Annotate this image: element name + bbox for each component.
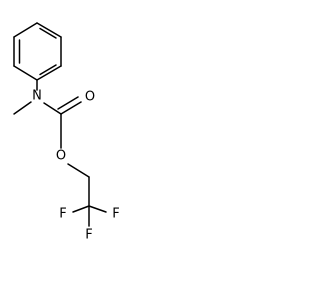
ester-oxygen-label: O: [56, 149, 66, 164]
carbonyl-double-bond: [57, 96, 79, 110]
ring-bond: [13, 22, 38, 38]
molecule-structure: N O O F F F: [13, 22, 120, 243]
carbonyl-oxygen-label: O: [85, 90, 95, 105]
fluorine-left-label: F: [59, 207, 66, 222]
nitrogen-to-carbonyl-bond: [43, 102, 62, 115]
ring-double-bond: [39, 27, 57, 39]
cf-bond-right: [88, 205, 107, 213]
n-methyl-bond: [13, 101, 32, 115]
carbonyl-double-bond: [60, 101, 82, 115]
cf-bond-left: [72, 205, 90, 213]
ring-bond: [36, 65, 62, 81]
nitrogen-atom-label: N: [32, 89, 42, 104]
fluorine-bottom-label: F: [85, 228, 92, 243]
fluorine-right-label: F: [112, 207, 119, 222]
ring-bond: [13, 65, 38, 81]
ester-oxygen-to-methylene-bond: [67, 163, 90, 178]
ring-double-bond: [39, 64, 57, 76]
phenyl-ring: [13, 22, 62, 81]
ring-bond: [36, 22, 62, 38]
